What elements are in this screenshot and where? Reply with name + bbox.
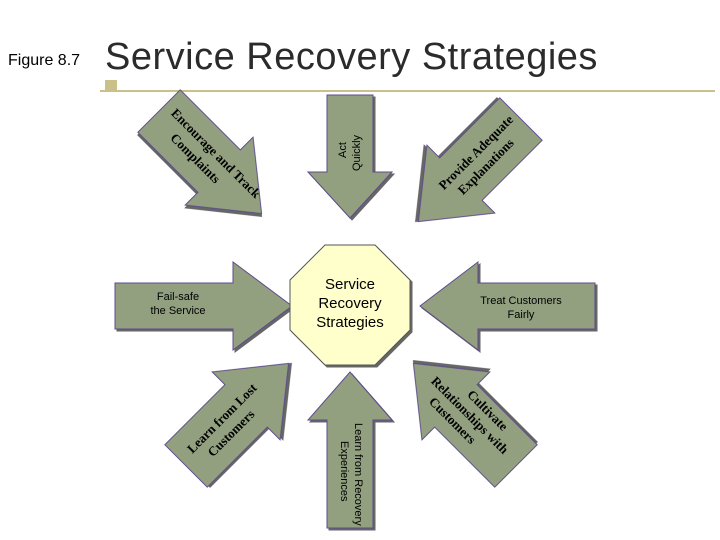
arrow-top-line-2: Quickly — [351, 134, 363, 171]
svg-text:Quickly: Quickly — [351, 134, 363, 171]
center-line-2: Recovery — [318, 295, 382, 312]
arrow-left-line-2: the Service — [150, 305, 205, 317]
svg-text:Act: Act — [337, 142, 349, 158]
center-line-3: Strategies — [316, 314, 384, 331]
arrow-left-line-1: Fail-safe — [157, 291, 199, 303]
arrow-top-line-1: Act — [337, 142, 349, 158]
arrow-right-line-1: Treat Customers — [480, 295, 562, 307]
arrow-right-line-2: Fairly — [508, 309, 535, 321]
center-octagon: Service Recovery Strategies — [289, 244, 411, 366]
arrow-cultivate-relationships — [412, 362, 538, 488]
arrow-learn-lost-customers: Learn from Lost Customers — [164, 362, 290, 488]
title-rule-marker — [105, 80, 117, 92]
arrow-bottom-line-2: Experiences — [338, 441, 350, 502]
page-title: Service Recovery Strategies — [105, 36, 598, 78]
figure-label: Figure 8.7 — [8, 52, 81, 69]
arrow-learn-recovery: Learn from Recovery Experiences — [306, 371, 394, 529]
arrow-act-quickly: Act Quickly — [306, 94, 394, 219]
arrow-encourage-complaints: Encourage and Track Complaints — [137, 89, 264, 215]
title-rule — [100, 90, 715, 92]
arrow-provide-explanations — [417, 97, 543, 223]
arrow-treat-fairly: Treat Customers Fairly — [419, 260, 596, 352]
arrow-bottom-line-1: Learn from Recovery — [352, 423, 364, 526]
center-line-1: Service — [325, 276, 375, 293]
arrow-fail-safe: Fail-safe the Service — [114, 261, 293, 351]
